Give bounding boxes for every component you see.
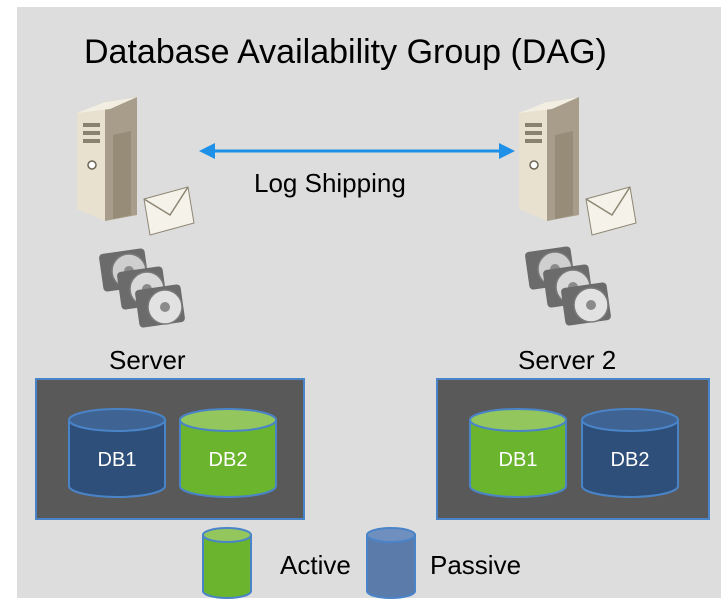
log-shipping-arrow	[199, 143, 515, 159]
legend-passive-label: Passive	[430, 550, 522, 580]
log-shipping-label: Log Shipping	[254, 168, 406, 198]
database-label: DB1	[98, 449, 137, 471]
database-cylinder: DB2	[179, 408, 277, 498]
database-label: DB2	[209, 449, 248, 471]
database-cylinder: DB2	[581, 408, 679, 498]
server-1-database-panel: DB1 DB2	[35, 378, 305, 520]
legend-passive-swatch	[366, 527, 416, 599]
server-tower-icon	[519, 97, 579, 221]
database-label: DB2	[611, 449, 650, 471]
server-2-database-panel: DB1 DB2	[436, 378, 710, 520]
database-cylinder: DB1	[68, 408, 166, 498]
diagram-title: Database Availability Group (DAG)	[84, 33, 607, 71]
disk-stack-icon	[525, 246, 611, 326]
database-cylinder: DB1	[469, 408, 567, 498]
server-tower-icon	[77, 97, 137, 221]
disk-stack-icon	[99, 248, 185, 328]
database-label: DB1	[499, 449, 538, 471]
mail-envelope-icon	[143, 186, 195, 236]
server-1-label: Server	[109, 345, 186, 375]
mail-envelope-icon	[585, 186, 637, 236]
legend-active-label: Active	[280, 550, 351, 580]
server-2-label: Server 2	[518, 345, 617, 375]
legend-active-swatch	[202, 527, 252, 599]
diagram-canvas: Database Availability Group (DAG) Log Sh…	[17, 7, 721, 599]
